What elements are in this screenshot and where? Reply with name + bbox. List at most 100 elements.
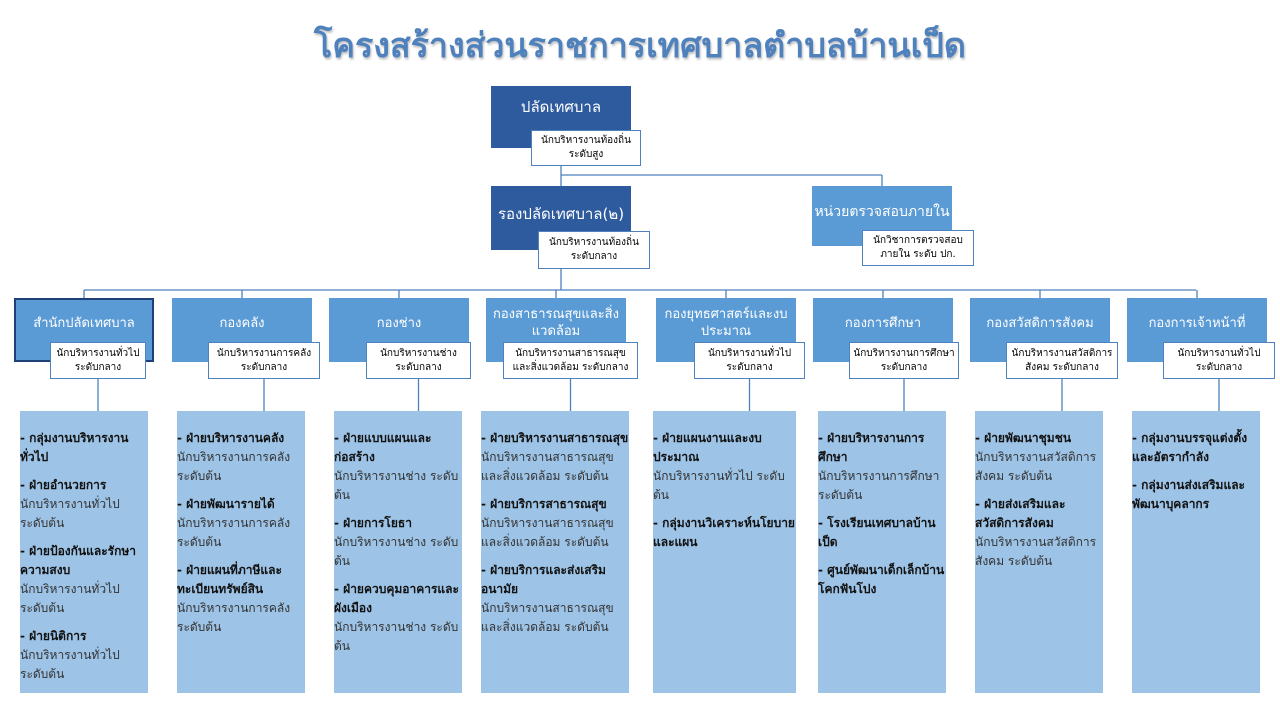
subunit-position: นักบริหารงานทั่วไป ระดับต้น — [653, 469, 785, 502]
internal-audit-tag: นักวิชาการตรวจสอบ ภายใน ระดับ ปก. — [862, 230, 974, 266]
subunit-item: - กลุ่มงานส่งเสริมและพัฒนาบุคลากร — [1132, 476, 1260, 514]
subunit-item: - ฝ่ายแผนที่ภาษีและทะเบียนทรัพย์สินนักบร… — [177, 561, 305, 637]
subunit-position: นักบริหารงานการคลัง ระดับต้น — [177, 450, 291, 483]
department-label: กองช่าง — [376, 315, 422, 331]
mayor-clerk-tag: นักบริหารงานท้องถิ่น ระดับสูง — [531, 130, 641, 166]
department-position-tag: นักบริหารงานการคลังระดับกลาง — [208, 342, 320, 379]
subunit-item: - ฝ่ายป้องกันและรักษาความสงบนักบริหารงาน… — [20, 542, 148, 618]
subunit-name: - ฝ่ายบริหารงานการศึกษา — [818, 431, 925, 464]
subunit-item: - ฝ่ายบริหารงานคลังนักบริหารงานการคลัง ร… — [177, 429, 305, 486]
subunit-name: - ฝ่ายป้องกันและรักษาความสงบ — [20, 544, 137, 577]
subunit-item: - ฝ่ายการโยธานักบริหารงานช่าง ระดับต้น — [334, 514, 462, 571]
deputy-clerk-tag-line1: นักบริหารงานท้องถิ่น — [549, 237, 639, 248]
subunit-position: นักบริหารงานช่าง ระดับต้น — [334, 620, 459, 653]
subunit-item: - ฝ่ายควบคุมอาคารและผังเมืองนักบริหารงาน… — [334, 580, 462, 656]
subunit-item: - ฝ่ายบริหารงานสาธารณสุขนักบริหารงานสาธา… — [481, 429, 629, 486]
subunit-position: นักบริหารงานสวัสดิการสังคม ระดับต้น — [975, 450, 1097, 483]
chart-title: โครงสร้างส่วนราชการเทศบาลตำบลบ้านเป็ด — [314, 26, 966, 66]
subunit-position: นักบริหารงานทั่วไป ระดับต้น — [20, 582, 120, 615]
department-subunits-panel: - ฝ่ายแบบแผนและก่อสร้างนักบริหารงานช่าง … — [334, 411, 462, 693]
mayor-clerk-tag-line2: ระดับสูง — [568, 149, 604, 160]
department-tag-line: นักบริหารงานสาธารณสุข — [515, 347, 626, 359]
subunit-name: - ศูนย์พัฒนาเด็กเล็กบ้านโคกฟันโปง — [818, 563, 945, 596]
deputy-clerk-label: รองปลัดเทศบาล(๒) — [497, 205, 625, 224]
department-tag-line: สังคม ระดับกลาง — [1025, 361, 1099, 373]
department-tag-line: นักบริหารงานการคลัง — [216, 347, 312, 359]
subunit-name: - ฝ่ายพัฒนาชุมชน — [975, 431, 1072, 445]
department-label: กองการศึกษา — [844, 315, 922, 331]
subunit-item: - ฝ่ายพัฒนาชุมชนนักบริหารงานสวัสดิการสัง… — [975, 429, 1103, 486]
department-position-tag: นักบริหารงานสาธารณสุขและสิ่งแวดล้อม ระดั… — [503, 342, 638, 379]
department-subunits-panel: - กลุ่มงานบรรจุแต่งตั้งและอัตรากำลัง - กล… — [1132, 411, 1260, 693]
subunit-item: - กลุ่มงานบริหารงานทั่วไป — [20, 429, 148, 467]
department-tag-line: นักบริหารงานทั่วไป — [707, 347, 792, 359]
subunit-position: นักบริหารงานทั่วไป ระดับต้น — [20, 648, 120, 681]
subunit-position: นักบริหารงานการศึกษา ระดับต้น — [818, 469, 940, 502]
internal-audit-tag-line2: ภายใน ระดับ ปก. — [880, 249, 956, 260]
subunit-name: - ฝ่ายแผนงานและงบประมาณ — [653, 431, 762, 464]
subunit-name: - กลุ่มงานส่งเสริมและพัฒนาบุคลากร — [1132, 478, 1245, 511]
subunit-item: - ฝ่ายอำนวยการนักบริหารงานทั่วไป ระดับต้… — [20, 476, 148, 533]
department-label: กองสวัสดิการสังคม — [986, 315, 1094, 331]
subunit-item: - ฝ่ายส่งเสริมและสวัสดิการสังคมนักบริหาร… — [975, 495, 1103, 571]
subunit-position: นักบริหารงานการคลัง ระดับต้น — [177, 601, 291, 634]
department-position-tag: นักบริหารงานช่างระดับกลาง — [366, 342, 471, 379]
subunit-name: - ฝ่ายส่งเสริมและสวัสดิการสังคม — [975, 497, 1066, 530]
department-subunits-panel: - ฝ่ายบริหารงานคลังนักบริหารงานการคลัง ร… — [177, 411, 305, 693]
subunit-item: - ฝ่ายบริหารงานการศึกษานักบริหารงานการศึ… — [818, 429, 946, 505]
department-tag-line: นักบริหารงานช่าง — [380, 347, 457, 359]
department-position-tag: นักบริหารงานทั่วไประดับกลาง — [694, 342, 805, 379]
subunit-item: - กลุ่มงานบรรจุแต่งตั้งและอัตรากำลัง — [1132, 429, 1260, 467]
subunit-name: - ฝ่ายควบคุมอาคารและผังเมือง — [334, 582, 459, 615]
subunit-position: นักบริหารงานการคลัง ระดับต้น — [177, 516, 291, 549]
department-tag-line: ระดับกลาง — [1195, 361, 1243, 373]
department-tag-line: นักบริหารงานทั่วไป — [1177, 347, 1261, 359]
department-position-tag: นักบริหารงานสวัสดิการสังคม ระดับกลาง — [1006, 342, 1118, 379]
internal-audit-box[interactable]: หน่วยตรวจสอบภายใน — [812, 186, 952, 246]
subunit-name: - ฝ่ายอำนวยการ — [20, 478, 107, 492]
subunit-name: - ฝ่ายแบบแผนและก่อสร้าง — [334, 431, 432, 464]
department-label: กองคลัง — [219, 315, 265, 331]
subunit-name: - ฝ่ายบริการและส่งเสริมอนามัย — [481, 563, 606, 596]
department-tag-line: ระดับกลาง — [726, 361, 773, 373]
department-subunits-panel: - ฝ่ายแผนงานและงบประมาณนักบริหารงานทั่วไ… — [653, 411, 796, 693]
department-tag-line: นักบริหารงานการศึกษา — [853, 347, 955, 359]
department-tag-line: ระดับกลาง — [240, 361, 288, 373]
deputy-clerk-tag: นักบริหารงานท้องถิ่น ระดับกลาง — [538, 231, 650, 269]
subunit-item: - ฝ่ายแบบแผนและก่อสร้างนักบริหารงานช่าง … — [334, 429, 462, 505]
department-tag-line: ระดับกลาง — [74, 361, 122, 373]
mayor-clerk-tag-line1: นักบริหารงานท้องถิ่น — [541, 135, 631, 146]
subunit-item: - กลุ่มงานวิเคราะห์นโยบายและแผน — [653, 514, 796, 552]
subunit-position: นักบริหารงานช่าง ระดับต้น — [334, 469, 459, 502]
department-subunits-panel: - กลุ่มงานบริหารงานทั่วไป - ฝ่ายอำนวยการน… — [20, 411, 148, 693]
subunit-name: - ฝ่ายนิติการ — [20, 629, 87, 643]
subunit-name: - กลุ่มงานบริหารงานทั่วไป — [20, 431, 129, 464]
department-tag-line: นักบริหารงานทั่วไป — [56, 347, 140, 359]
subunit-position: นักบริหารงานทั่วไป ระดับต้น — [20, 497, 120, 530]
department-subunits-panel: - ฝ่ายพัฒนาชุมชนนักบริหารงานสวัสดิการสัง… — [975, 411, 1103, 693]
subunit-name: - ฝ่ายแผนที่ภาษีและทะเบียนทรัพย์สิน — [177, 563, 282, 596]
department-label: กองยุทธศาสตร์และงบประมาณ — [664, 307, 788, 339]
department-label: กองสาธารณสุขและสิ่งแวดล้อม — [493, 307, 619, 339]
subunit-item: - ฝ่ายบริการและส่งเสริมอนามัยนักบริหารงา… — [481, 561, 629, 637]
subunit-name: - กลุ่มงานบรรจุแต่งตั้งและอัตรากำลัง — [1132, 431, 1248, 464]
subunit-name: - กลุ่มงานวิเคราะห์นโยบายและแผน — [653, 516, 795, 549]
internal-audit-label: หน่วยตรวจสอบภายใน — [814, 203, 950, 220]
subunit-name: - ฝ่ายบริหารงานคลัง — [177, 431, 285, 445]
mayor-clerk-label: ปลัดเทศบาล — [520, 98, 602, 117]
subunit-name: - ฝ่ายบริการสาธารณสุข — [481, 497, 607, 511]
subunit-item: - ฝ่ายนิติการนักบริหารงานทั่วไป ระดับต้น — [20, 627, 148, 684]
subunit-name: - ฝ่ายพัฒนารายได้ — [177, 497, 275, 511]
department-subunits-panel: - ฝ่ายบริหารงานการศึกษานักบริหารงานการศึ… — [818, 411, 946, 693]
subunit-item: - ศูนย์พัฒนาเด็กเล็กบ้านโคกฟันโปง — [818, 561, 946, 599]
subunit-name: - ฝ่ายบริหารงานสาธารณสุข — [481, 431, 629, 445]
department-position-tag: นักบริหารงานทั่วไประดับกลาง — [50, 342, 146, 379]
department-tag-line: ระดับกลาง — [395, 361, 442, 373]
deputy-clerk-tag-line2: ระดับกลาง — [570, 251, 618, 262]
subunit-item: - ฝ่ายแผนงานและงบประมาณนักบริหารงานทั่วไ… — [653, 429, 796, 505]
department-label: กองการเจ้าหน้าที่ — [1148, 315, 1246, 331]
subunit-position: นักบริหารงานสวัสดิการสังคม ระดับต้น — [975, 535, 1097, 568]
subunit-item: - ฝ่ายพัฒนารายได้นักบริหารงานการคลัง ระด… — [177, 495, 305, 552]
department-tag-line: ระดับกลาง — [880, 361, 928, 373]
